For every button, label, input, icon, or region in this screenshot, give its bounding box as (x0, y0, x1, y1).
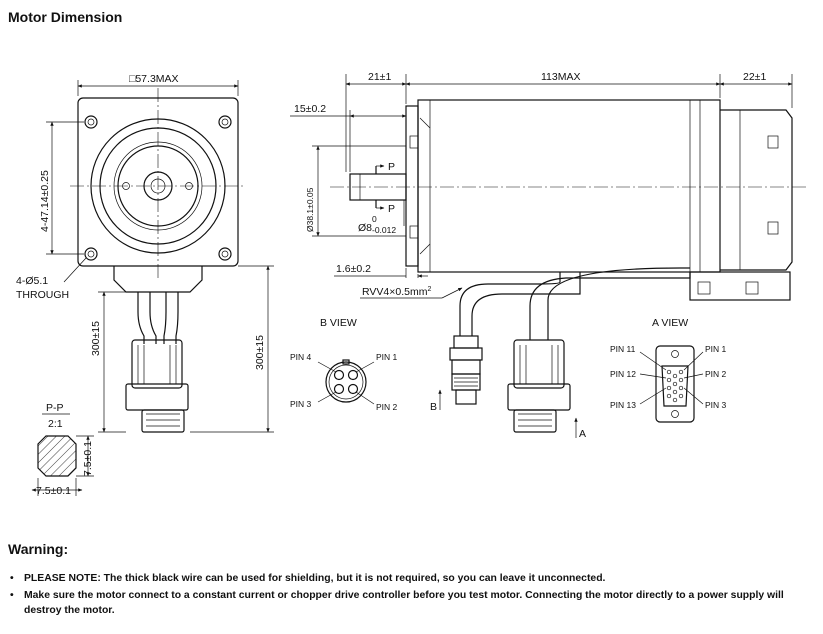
shaft-section (37, 435, 77, 477)
body-length-label: 113MAX (541, 71, 581, 83)
view-mark-a: A (579, 428, 586, 440)
aviation-face (325, 361, 367, 403)
boss-length-label: 21±1 (368, 71, 391, 83)
warning-note: Make sure the motor connect to a constan… (8, 588, 813, 618)
section-scale-label: 2:1 (48, 418, 63, 430)
pin-hole (347, 369, 359, 381)
a-pin-label: PIN 2 (705, 369, 727, 379)
front-view: □57.3MAX 4-47.14±0.25 4-Ø5.1 THROUGH 300… (16, 73, 274, 433)
note-label: PLEASE NOTE: (24, 573, 101, 584)
holes-label: 4-Ø5.1 (16, 275, 48, 287)
shaft-length-label: 15±0.2 (294, 103, 326, 115)
a-view: A VIEW PIN 11 PIN 1 PIN 12 PIN 2 PIN 13 … (610, 317, 727, 423)
note-text: The thick black wire can be used for shi… (100, 573, 606, 584)
flange-size-label: □57.3MAX (129, 73, 179, 85)
section-label: P-P (46, 402, 64, 414)
motor-dimension-drawing: □57.3MAX 4-47.14±0.25 4-Ø5.1 THROUGH 300… (16, 71, 808, 497)
db15-pins (666, 369, 684, 403)
motor-body (417, 99, 721, 273)
aviation-connector (449, 335, 483, 405)
db15-connector (125, 339, 189, 433)
pin-hole (347, 383, 359, 395)
warning-note: PLEASE NOTE: The thick black wire can be… (8, 571, 813, 586)
rear-cap (720, 109, 793, 271)
db15-face (655, 345, 695, 423)
section-pp: P-P 2:1 7.5±0.1 7.5±0.1 (31, 402, 94, 497)
holes-through-label: THROUGH (16, 289, 69, 301)
shaft-tol-upper: 0 (372, 214, 377, 224)
a-pin-label: PIN 12 (610, 369, 636, 379)
warning-notes: PLEASE NOTE: The thick black wire can be… (8, 571, 813, 620)
section-width-label: 7.5±0.1 (36, 485, 71, 497)
a-pin-label: PIN 1 (705, 344, 727, 354)
mounting-hole (84, 115, 232, 261)
pilot-diameter-label: Ø38.1±0.05 (305, 187, 315, 232)
a-pin-label: PIN 11 (610, 344, 636, 354)
side-view: P P B (290, 71, 808, 440)
view-mark-b: B (430, 401, 437, 413)
b-pin-label: PIN 4 (290, 352, 312, 362)
shaft-diameter-label: Ø8 (358, 222, 372, 234)
db15-connector-side (507, 339, 571, 433)
cable-spec-sup: 2 (427, 286, 431, 293)
a-view-title: A VIEW (652, 317, 688, 329)
page-title: Motor Dimension (8, 9, 123, 25)
flange-thickness-label: 1.6±0.2 (336, 263, 371, 275)
b-view-title: B VIEW (320, 317, 357, 329)
cable-spec-text: RVV4×0.5mm (362, 286, 428, 298)
cable-spec-label: RVV4×0.5mm2 (362, 286, 431, 298)
pin-hole (333, 369, 345, 381)
cable-length-right-label: 300±15 (254, 335, 266, 370)
section-height-label: 7.5±0.1 (82, 441, 94, 476)
a-pin-label: PIN 13 (610, 400, 636, 410)
b-pin-label: PIN 1 (376, 352, 398, 362)
cable-length-front-label: 300±15 (90, 321, 102, 356)
hole-spacing-label: 4-47.14±0.25 (39, 170, 51, 232)
a-pin-label: PIN 3 (705, 400, 727, 410)
shaft-tol-lower: -0.012 (372, 225, 396, 235)
section-mark-bottom: P (388, 203, 395, 215)
section-mark-top: P (388, 161, 395, 173)
note-text: Make sure the motor connect to a constan… (24, 590, 784, 616)
rear-length-label: 22±1 (743, 71, 766, 83)
b-pin-label: PIN 3 (290, 399, 312, 409)
pin-hole (333, 383, 345, 395)
b-view: B VIEW PIN 4 PIN 1 PIN 3 PIN 2 (290, 317, 398, 412)
warning-title: Warning: (8, 541, 69, 557)
b-pin-label: PIN 2 (376, 402, 398, 412)
